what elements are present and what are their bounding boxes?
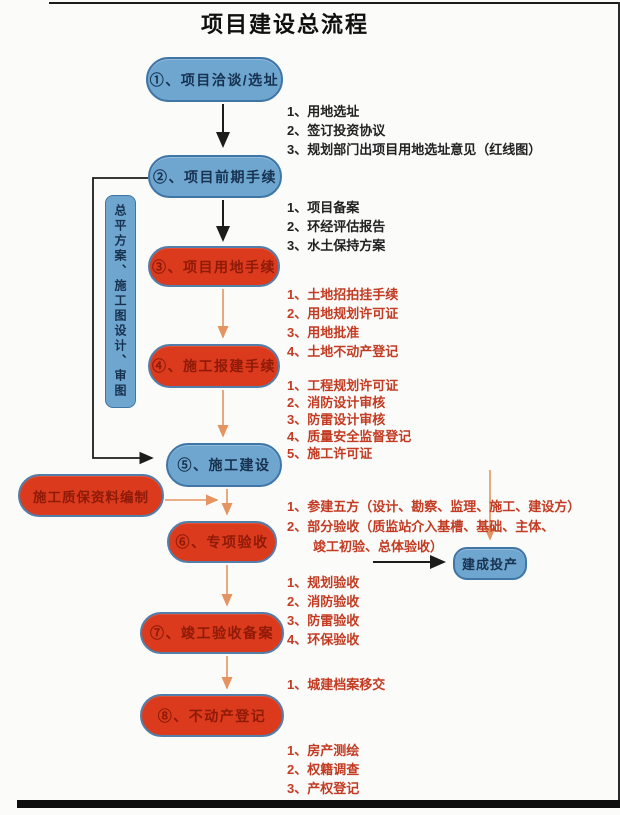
flow-node-completed-production: 建成投产 (453, 547, 527, 580)
flow-node-7-completion-acceptance-filing: ⑦、竣工验收备案 (140, 612, 284, 654)
note-line: 2、环经评估报告 (287, 219, 386, 234)
note-line: 2、签订投资协议 (287, 123, 386, 138)
note-line: 5、施工许可证 (287, 446, 373, 461)
notes-node-5: 1、参建五方（设计、勘察、监理、施工、建设方） 2、部分验收（质监站介入基槽、基础… (287, 437, 580, 557)
flow-node-qa-documentation: 施工质保资料编制 (18, 474, 164, 517)
note-line: 1、参建五方（设计、勘察、监理、施工、建设方） (287, 499, 581, 514)
note-line: 1、规划验收 (287, 575, 360, 590)
note-line: 4、环保验收 (287, 632, 360, 647)
flow-node-8-real-estate-registration: ⑧、不动产登记 (140, 694, 284, 737)
note-line: 2、部分验收（质监站介入基槽、基础、主体、 (287, 519, 555, 534)
note-line: 2、权籍调查 (287, 762, 360, 777)
side-box-design-review: 总平方案、施工图设计、审图 (105, 195, 136, 408)
page-bottom-bar (17, 800, 620, 808)
flow-node-6-special-acceptance: ⑥、专项验收 (167, 521, 277, 563)
flow-node-2-preliminary-procedures: ②、项目前期手续 (148, 155, 282, 198)
flow-node-4-construction-filing-procedures: ④、施工报建手续 (148, 344, 280, 388)
note-line: 3、防雷设计审核 (287, 412, 386, 427)
flow-node-5-construction: ⑤、施工建设 (166, 443, 282, 487)
note-line: 4、质量安全监督登记 (287, 429, 412, 444)
note-line: 1、用地选址 (287, 104, 360, 119)
note-line: 2、用地规划许可证 (287, 306, 399, 321)
note-line: 1、项目备案 (287, 200, 360, 215)
note-line: 竣工初验、总体验收） (287, 539, 444, 554)
note-line: 1、工程规划许可证 (287, 378, 399, 393)
notes-node-3: 1、土地招拍挂手续 2、用地规划许可证 3、用地批准 4、土地不动产登记 (287, 228, 398, 361)
bypass-line-n2-n5 (92, 177, 154, 465)
page-top-rule (49, 2, 620, 4)
flow-node-3-land-use-procedures: ③、项目用地手续 (148, 246, 280, 287)
note-line: 1、城建档案移交 (287, 677, 386, 692)
notes-node-4: 1、工程规划许可证 2、消防设计审核 3、防雷设计审核 4、质量安全监督登记 5、施工许… (287, 326, 411, 462)
notes-node-2: 1、项目备案 2、环经评估报告 3、水土保持方案 (287, 141, 385, 255)
note-line: 3、水土保持方案 (287, 238, 386, 253)
notes-node-6: 1、规划验收 2、消防验收 3、防雷验收 4、环保验收 (287, 516, 359, 649)
note-line: 4、土地不动产登记 (287, 344, 399, 359)
note-line: 1、土地招拍挂手续 (287, 287, 399, 302)
notes-node-8: 1、房产测绘 2、权籍调查 3、产权登记 (287, 684, 359, 798)
notes-node-7: 1、城建档案移交 (287, 618, 385, 694)
flow-node-1-project-negotiation-siting: ①、项目洽谈/选址 (146, 57, 283, 102)
note-line: 2、消防验收 (287, 594, 360, 609)
note-line: 2、消防设计审核 (287, 395, 386, 410)
page-title: 项目建设总流程 (200, 12, 369, 37)
note-line: 3、规划部门出项目用地选址意见（红线图） (287, 142, 542, 157)
note-line: 3、防雷验收 (287, 613, 360, 628)
note-line: 3、产权登记 (287, 781, 360, 796)
page-right-rule (618, 2, 620, 805)
notes-node-1: 1、用地选址 2、签订投资协议 3、规划部门出项目用地选址意见（红线图） (287, 45, 541, 159)
note-line: 3、用地批准 (287, 325, 360, 340)
note-line: 1、房产测绘 (287, 743, 360, 758)
